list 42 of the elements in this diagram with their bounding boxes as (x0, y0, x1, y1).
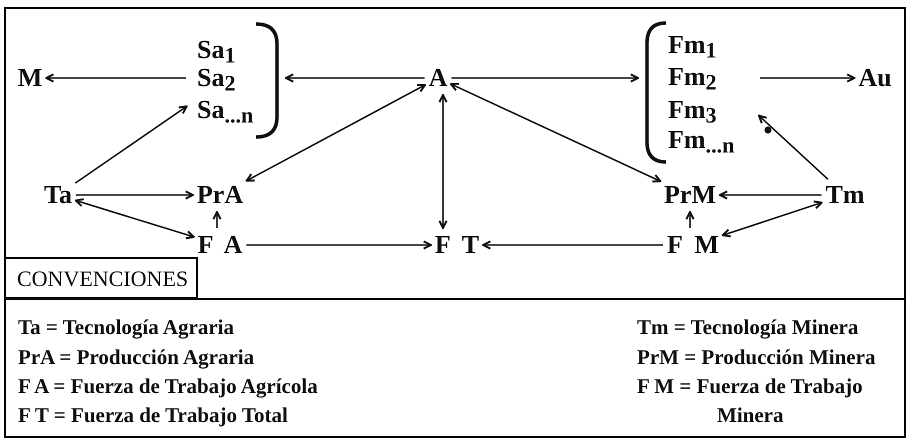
arrow (45, 73, 186, 83)
list-item-label: Fm$_{...n}$ (668, 127, 734, 156)
arrow (685, 211, 695, 228)
legend-entry: F T = Fuerza de Trabajo Total (18, 402, 288, 429)
list-item-label: Fm$_{2}$ (668, 64, 717, 94)
arrow (758, 114, 828, 180)
arrow (212, 211, 222, 228)
list-item-label: Fm$_{1}$ (668, 32, 717, 62)
arrow (285, 73, 425, 83)
arrow (450, 82, 662, 182)
arrow (722, 200, 823, 238)
arrow (76, 190, 194, 200)
arrow (438, 94, 448, 229)
variable-label: PrA (196, 182, 244, 208)
arrow (74, 105, 188, 184)
variable-label: Ta (44, 182, 72, 208)
arrow (246, 240, 432, 250)
variable-label: PrM (664, 182, 716, 208)
list-item-label: Sa$_{...n}$ (197, 97, 254, 126)
variable-label: F A (198, 232, 242, 258)
variable-label: Tm (826, 182, 864, 208)
arrow (74, 198, 195, 240)
arrow (760, 73, 856, 83)
list-item-label: Sa$_{1}$ (197, 37, 236, 66)
arrow (719, 190, 822, 200)
arrow (482, 240, 664, 250)
legend-entry: PrA = Producción Agraria (18, 344, 254, 371)
legend-entry: PrM = Producción Minera (637, 344, 876, 371)
arrow (246, 84, 426, 182)
legend-entry: F M = Fuerza de Trabajo Minera (637, 373, 864, 429)
arrow (451, 73, 639, 83)
legend-entry: Tm = Tecnología Minera (637, 314, 858, 341)
variable-label: M (18, 65, 42, 91)
section-heading: CONVENCIONES (5, 257, 198, 299)
variable-label: Au (858, 65, 892, 91)
legend-entry: F A = Fuerza de Trabajo Agrícola (18, 373, 318, 400)
variable-label: F M (667, 232, 719, 258)
variable-label: F T (434, 232, 480, 258)
variable-label: A (428, 65, 448, 91)
legend-entry: Ta = Tecnología Agraria (18, 314, 234, 341)
list-item-label: Sa$_{2}$ (197, 65, 236, 94)
list-item-label: Fm$_{3}$ (668, 97, 717, 126)
